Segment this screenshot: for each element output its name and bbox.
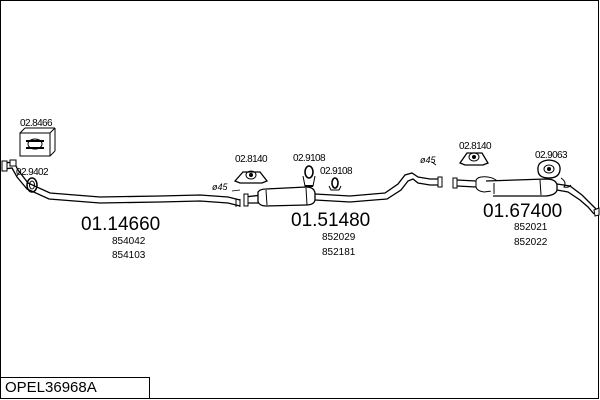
gasket-ring [26, 177, 38, 193]
oe-number-rear-1: 852021 [514, 222, 548, 233]
part-number-rear: 01.67400 [483, 201, 562, 222]
label-hanger-mid: 02.8140 [235, 154, 268, 165]
label-hanger-rear: 02.8140 [459, 141, 492, 152]
rubber-ring-upper [302, 165, 316, 187]
oe-number-middle-2: 852181 [322, 247, 356, 258]
front-pipe-flange [1, 160, 8, 172]
front-pipe [1, 159, 241, 207]
rear-silencer [452, 176, 600, 217]
label-diameter-front: ø45 [212, 182, 229, 192]
part-number-front: 01.14660 [81, 214, 160, 235]
hanger-rear [458, 152, 489, 166]
middle-silencer [243, 172, 443, 207]
label-rubber-ring-lower: 02.9108 [320, 166, 353, 177]
label-diameter-mid: ø45 [420, 155, 437, 165]
oe-number-middle-1: 852029 [322, 232, 356, 243]
rear-bracket [537, 159, 572, 188]
reference-label: OPEL36968A [5, 379, 97, 396]
reference-box: OPEL36968A [1, 377, 150, 398]
clamp-box [19, 127, 56, 157]
leader-lines [16, 161, 437, 192]
label-clamp-box: 02.8466 [20, 118, 53, 129]
label-rear-bracket: 02.9063 [535, 150, 568, 161]
oe-number-front-1: 854042 [112, 236, 146, 247]
oe-number-front-2: 854103 [112, 250, 146, 261]
label-gasket-ring: 02.9402 [16, 167, 49, 178]
part-number-middle: 01.51480 [291, 210, 370, 231]
hanger-mid [233, 170, 269, 184]
oe-number-rear-2: 852022 [514, 237, 548, 248]
rubber-ring-lower [328, 177, 342, 191]
label-rubber-ring-upper: 02.9108 [293, 153, 326, 164]
